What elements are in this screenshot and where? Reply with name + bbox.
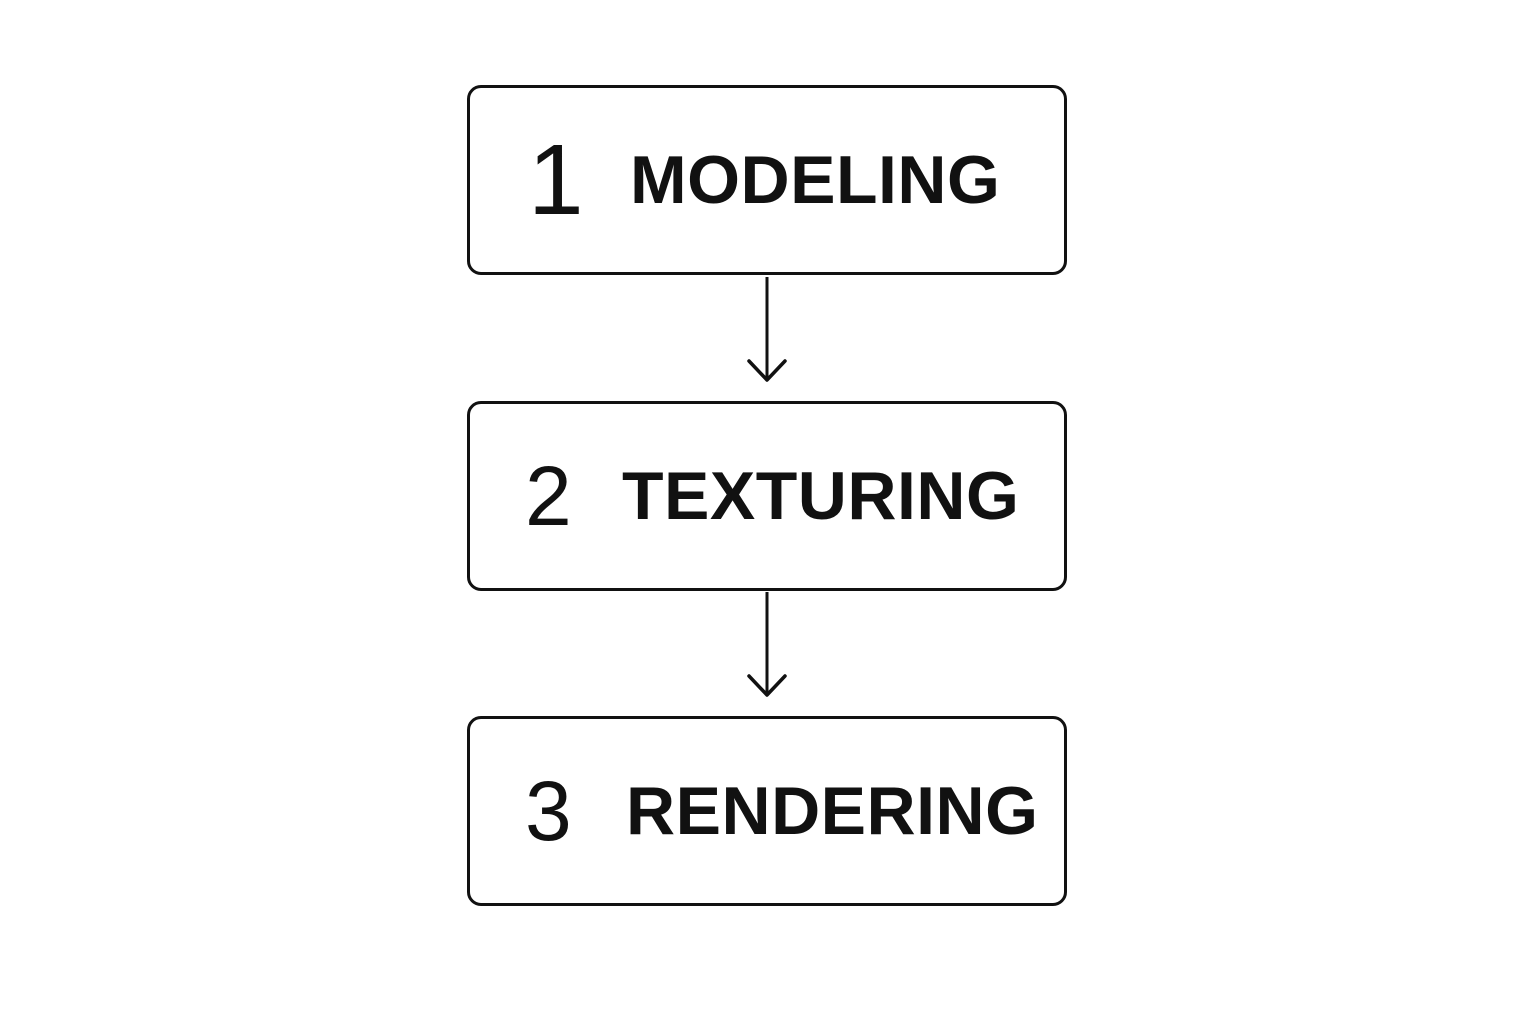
step-box-rendering: 3 RENDERING	[467, 716, 1067, 906]
step-box-texturing: 2 TEXTURING	[467, 401, 1067, 591]
step-label: MODELING	[630, 142, 1001, 218]
step-box-modeling: 1 MODELING	[467, 85, 1067, 275]
step-number: 2	[525, 449, 572, 543]
step-label: RENDERING	[626, 773, 1039, 849]
arrow-down-icon	[747, 277, 787, 382]
arrow-down-icon	[747, 592, 787, 697]
step-label: TEXTURING	[622, 458, 1020, 534]
step-number: 1	[528, 124, 584, 236]
step-number: 3	[525, 764, 572, 858]
